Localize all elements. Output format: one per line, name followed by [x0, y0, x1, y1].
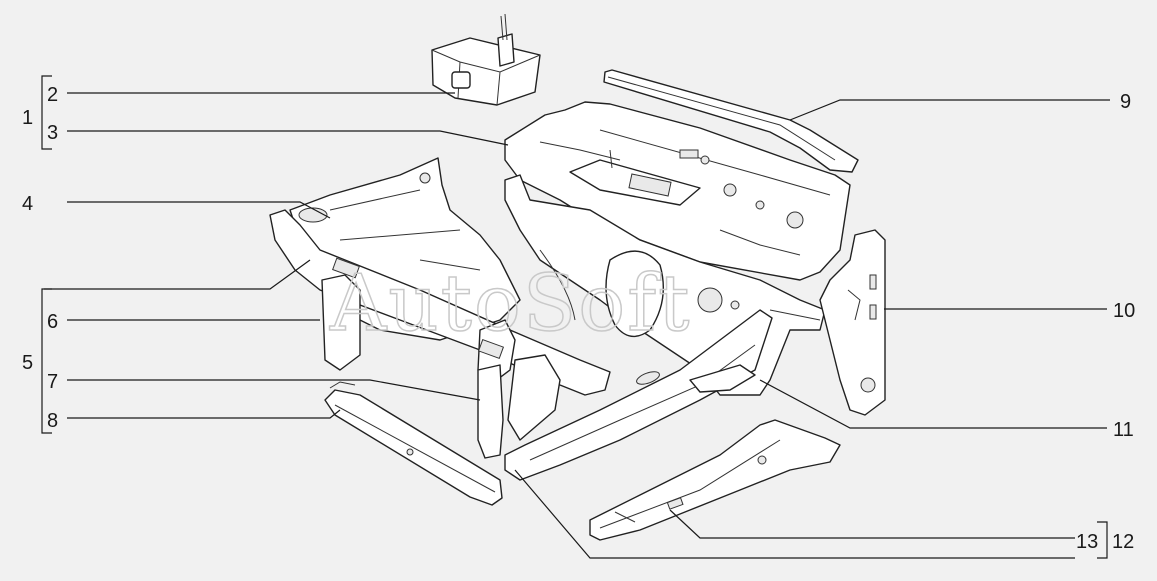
callout-2: 2 [47, 84, 58, 106]
part-front-crossmember [269, 209, 611, 396]
callout-7: 7 [47, 371, 58, 393]
callout-13: 13 [1076, 531, 1098, 553]
callout-11: 11 [1113, 419, 1134, 441]
part-lower-rail [589, 419, 841, 541]
callout-3: 3 [47, 122, 58, 144]
leader-lines [41, 75, 1110, 559]
callout-6: 6 [47, 311, 58, 333]
part-battery-tray [431, 13, 541, 106]
callout-9: 9 [1120, 91, 1131, 113]
callout-1: 1 [22, 107, 33, 129]
part-dash-panel [504, 101, 851, 281]
callout-5: 5 [22, 352, 33, 374]
watermark-text: AutoSoft [329, 259, 691, 349]
callout-8: 8 [47, 410, 58, 432]
part-upper-crossmember [603, 69, 859, 173]
part-side-panel [819, 229, 886, 416]
callout-4: 4 [22, 193, 33, 215]
callout-10: 10 [1113, 300, 1135, 322]
callout-12: 12 [1112, 531, 1134, 553]
part-front-pillar [477, 364, 504, 459]
part-bumper-reinforcement [324, 381, 503, 506]
part-side-member [504, 309, 773, 481]
